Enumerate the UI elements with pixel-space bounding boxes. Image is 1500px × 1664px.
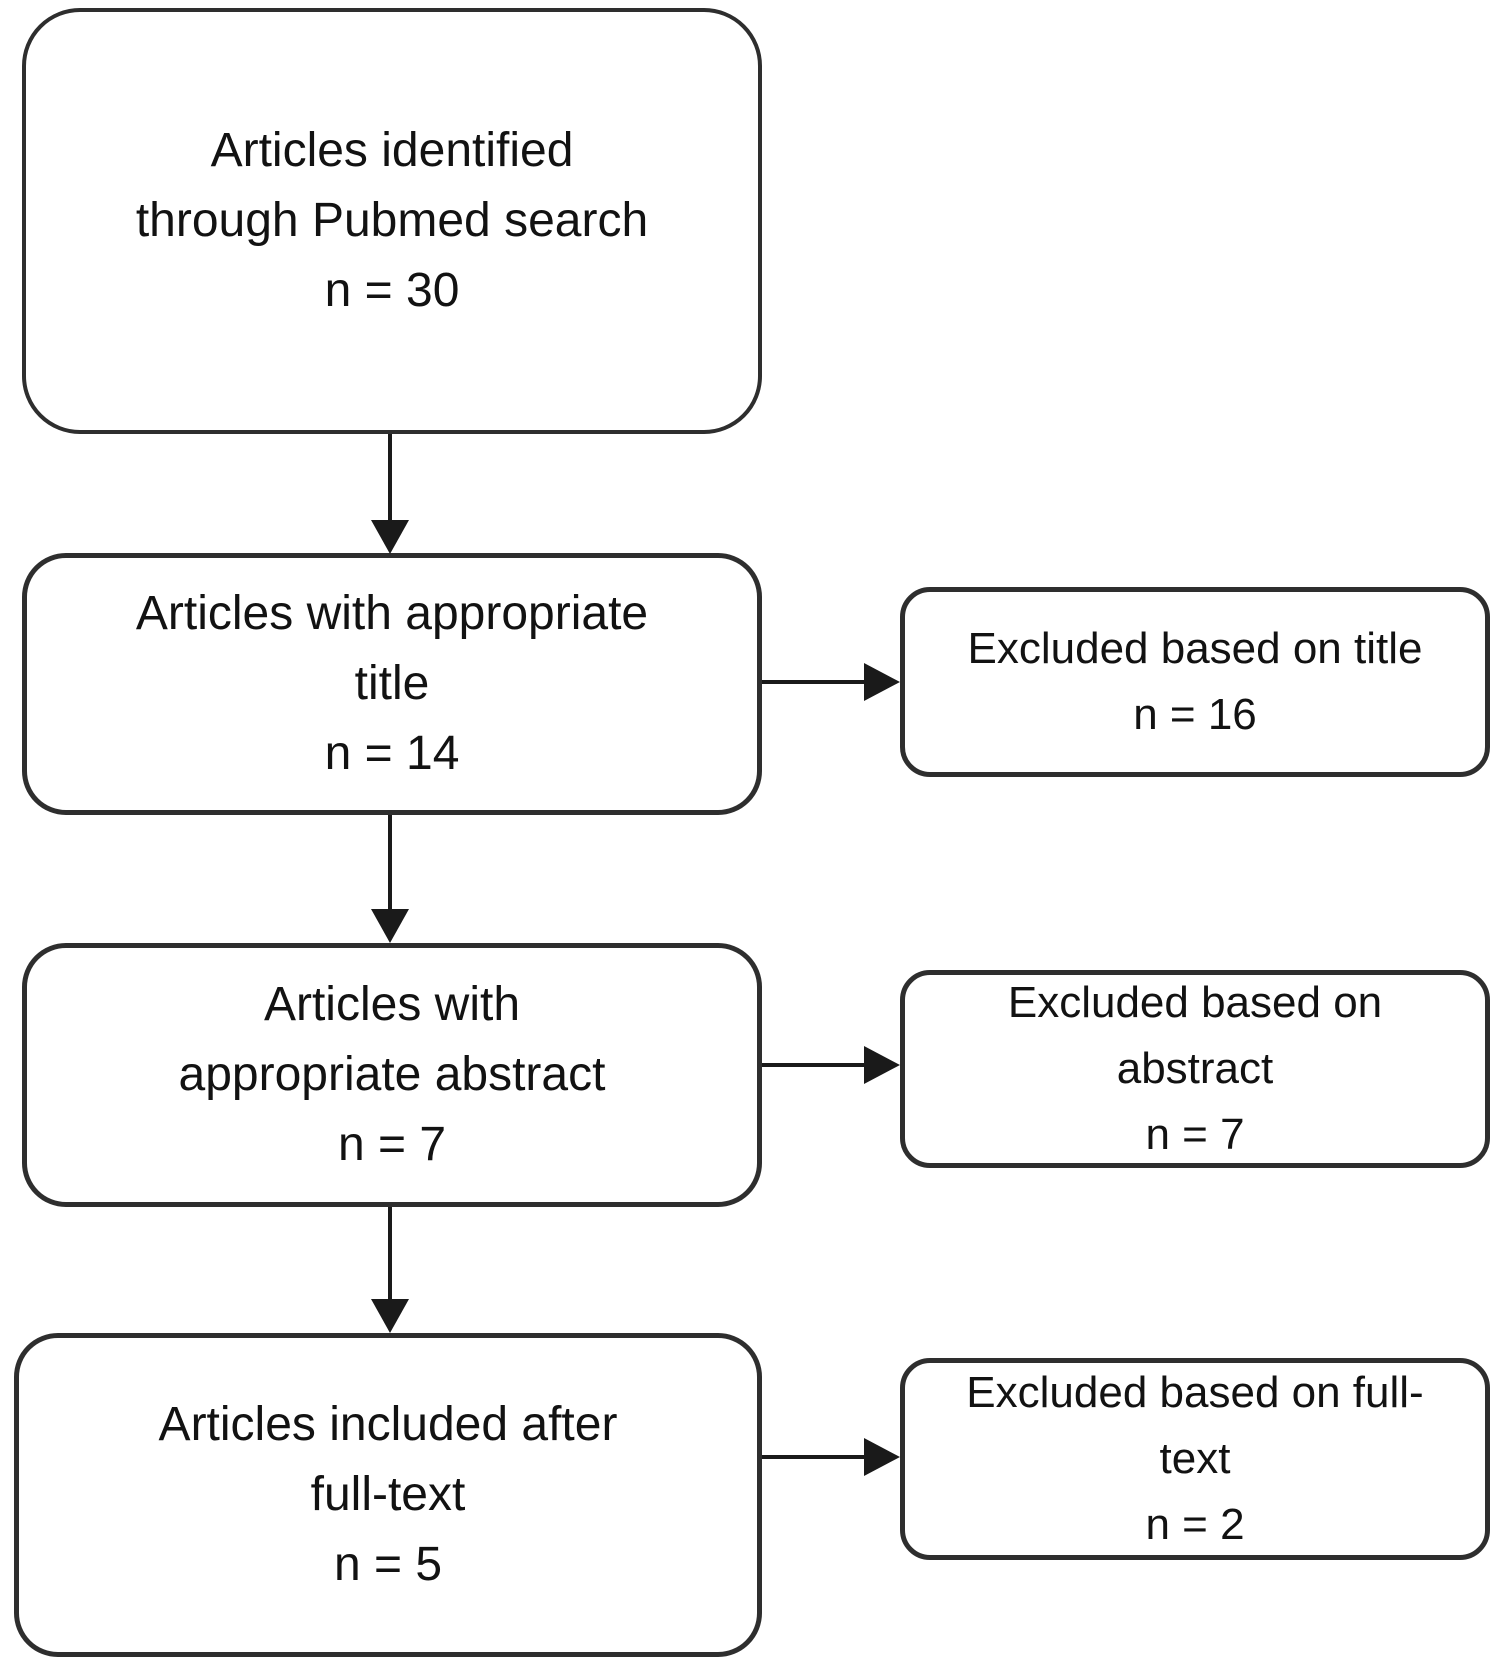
node-label: Excluded based on title	[967, 624, 1423, 673]
arrowhead-down-icon	[371, 520, 409, 554]
arrow-stem	[388, 434, 392, 522]
node-articles-appropriate-abstract: Articles with appropriate abstract n = 7	[22, 943, 762, 1207]
arrow-stem	[762, 680, 866, 684]
node-label: Articles with appropriate title	[135, 587, 649, 710]
arrow-stem	[388, 815, 392, 909]
node-label: Excluded based on full- text	[966, 1368, 1424, 1483]
node-excluded-abstract: Excluded based on abstract n = 7	[900, 970, 1490, 1168]
node-count: n = 14	[324, 727, 460, 780]
arrowhead-right-icon	[864, 1438, 900, 1476]
node-count: n = 7	[337, 1118, 447, 1171]
node-label: Articles with appropriate abstract	[178, 978, 606, 1101]
arrowhead-down-icon	[371, 1299, 409, 1333]
node-count: n = 7	[1145, 1110, 1245, 1159]
node-articles-included-fulltext: Articles included after full-text n = 5	[14, 1333, 762, 1657]
node-articles-appropriate-title: Articles with appropriate title n = 14	[22, 553, 762, 815]
node-count: n = 5	[333, 1538, 443, 1591]
node-excluded-title: Excluded based on title n = 16	[900, 587, 1490, 777]
arrowhead-right-icon	[864, 1046, 900, 1084]
arrow-stem	[762, 1063, 866, 1067]
arrow-stem	[762, 1455, 866, 1459]
node-articles-identified: Articles identified through Pubmed searc…	[22, 8, 762, 434]
node-label: Articles included after full-text	[158, 1398, 618, 1521]
node-count: n = 30	[324, 264, 460, 317]
node-excluded-fulltext: Excluded based on full- text n = 2	[900, 1358, 1490, 1560]
arrowhead-right-icon	[864, 663, 900, 701]
node-label: Excluded based on abstract	[1007, 978, 1383, 1093]
node-count: n = 16	[1133, 690, 1257, 739]
arrowhead-down-icon	[371, 909, 409, 943]
arrow-stem	[388, 1207, 392, 1299]
node-count: n = 2	[1145, 1500, 1245, 1549]
node-label: Articles identified through Pubmed searc…	[135, 124, 649, 247]
